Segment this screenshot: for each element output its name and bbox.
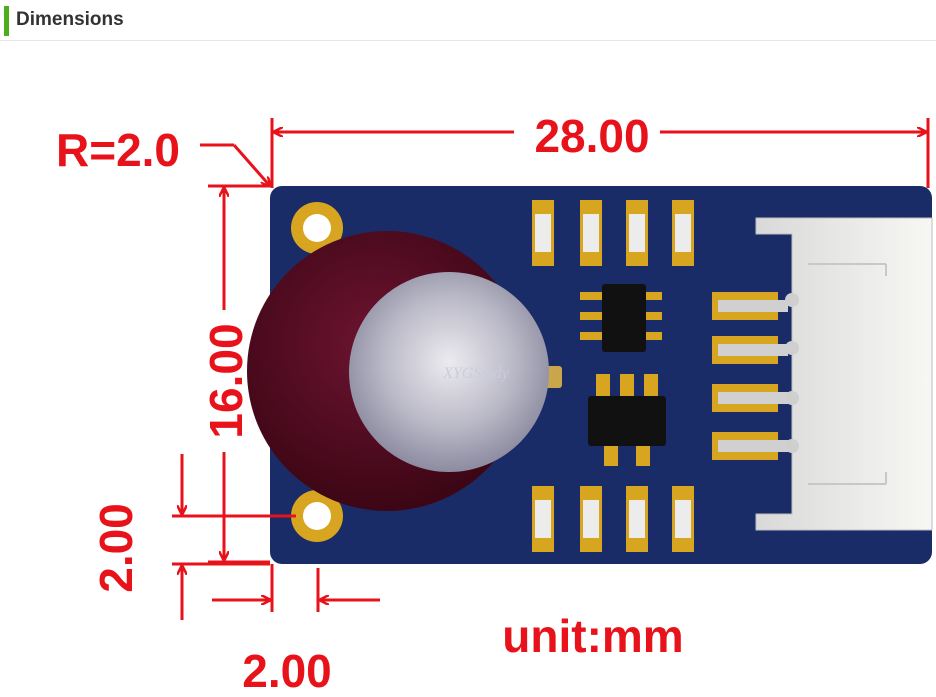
ic-chip-lower [588,374,666,466]
height-dimension [208,184,270,564]
section-title: Dimensions [16,9,124,30]
hole-offset-y-dimension [172,454,296,620]
smd-components-top [532,200,694,266]
radius-value: R=2.0 [56,124,180,176]
mounting-hole-bottom [291,490,343,542]
section-header: Dimensions [0,0,936,41]
width-dimension [270,118,930,188]
unit-label: unit:mm [502,610,683,662]
radius-leader [200,143,270,186]
ic-chip-upper [580,284,662,352]
watermark-text: XYGStudy [442,365,510,382]
hole-offset-x-value: 2.00 [242,645,332,697]
sensor-housing [247,231,562,511]
connector-pads [712,292,788,460]
hole-offset-y-value: 2.00 [90,503,142,593]
header-accent-bar [4,6,9,36]
connector-housing [755,217,933,531]
smd-components-bottom [532,486,694,552]
mounting-hole-top [291,202,343,254]
height-value: 16.00 [200,323,252,438]
hole-offset-x-dimension [212,564,380,612]
width-value: 28.00 [534,110,649,162]
